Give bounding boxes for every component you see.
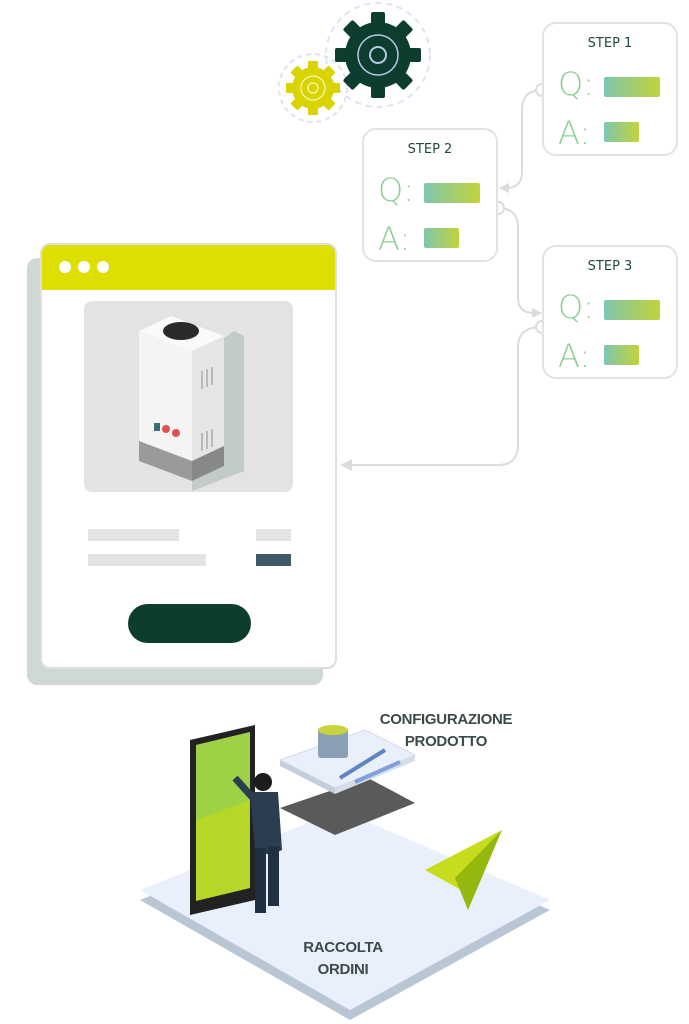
step-1-card: STEP 1 Q: A: bbox=[542, 22, 678, 156]
config-label-line2: PRODOTTO bbox=[404, 733, 488, 750]
answer-bar bbox=[604, 122, 639, 142]
water-heater-icon bbox=[139, 316, 244, 491]
order-collection-illustration bbox=[140, 725, 550, 1020]
question-label: Q: bbox=[558, 288, 594, 326]
step-2-card: STEP 2 Q: A: bbox=[362, 128, 498, 262]
step-title: STEP 1 bbox=[587, 36, 633, 51]
product-image bbox=[84, 301, 293, 492]
orders-label-line1: RACCOLTA bbox=[303, 939, 383, 956]
answer-label: A: bbox=[378, 220, 411, 258]
question-bar bbox=[604, 77, 660, 97]
placeholder-text-bar bbox=[88, 529, 179, 541]
question-bar bbox=[604, 300, 660, 320]
step-title: STEP 2 bbox=[407, 142, 453, 157]
question-bar bbox=[424, 183, 480, 203]
orders-label: RACCOLTA ORDINI bbox=[283, 937, 403, 981]
window-dot-icon bbox=[59, 261, 71, 273]
placeholder-price-bar bbox=[256, 554, 291, 566]
answer-bar bbox=[604, 345, 639, 365]
window-dot-icon bbox=[78, 261, 90, 273]
window-dot-icon bbox=[97, 261, 109, 273]
gears-icon bbox=[278, 2, 431, 123]
question-label: Q: bbox=[378, 171, 414, 209]
answer-bar bbox=[424, 228, 459, 248]
add-to-cart-button[interactable] bbox=[128, 604, 251, 643]
config-label-line1: CONFIGURAZIONE bbox=[379, 711, 513, 728]
placeholder-value-bar bbox=[256, 529, 291, 541]
answer-label: A: bbox=[558, 337, 591, 375]
question-label: Q: bbox=[558, 65, 594, 103]
placeholder-text-bar bbox=[88, 554, 206, 566]
config-label: CONFIGURAZIONE PRODOTTO bbox=[366, 709, 526, 753]
answer-label: A: bbox=[558, 114, 591, 152]
product-browser-window bbox=[40, 243, 337, 669]
step-3-card: STEP 3 Q: A: bbox=[542, 245, 678, 379]
step-title: STEP 3 bbox=[587, 259, 633, 274]
browser-titlebar bbox=[42, 245, 335, 290]
orders-label-line2: ORDINI bbox=[317, 961, 369, 978]
